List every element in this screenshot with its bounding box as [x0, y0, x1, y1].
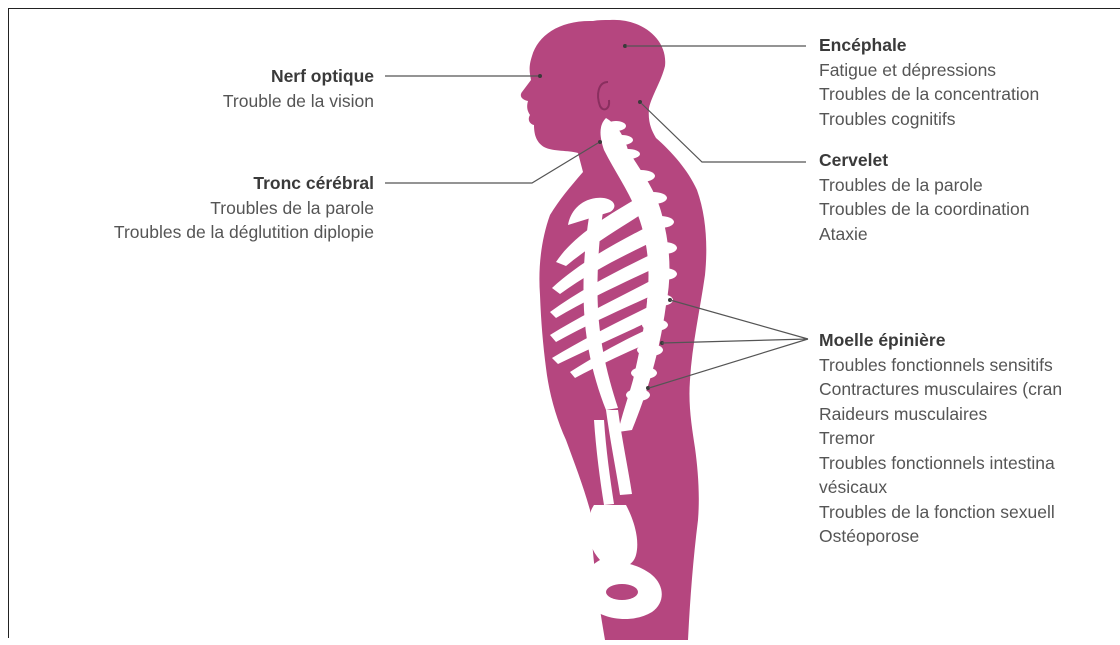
label-line: Contractures musculaires (cran	[819, 377, 1062, 402]
label-title: Moelle épinière	[819, 328, 1062, 353]
label-line: Troubles de la parole	[114, 196, 374, 221]
label-title: Encéphale	[819, 33, 1039, 58]
label-line: Tremor	[819, 426, 1062, 451]
label-title: Nerf optique	[223, 64, 374, 89]
label-cervelet: Cervelet Troubles de la parole Troubles …	[819, 148, 1029, 246]
label-encephale: Encéphale Fatigue et dépressions Trouble…	[819, 33, 1039, 131]
label-line: Trouble de la vision	[223, 89, 374, 114]
label-line: Troubles fonctionnels intestina	[819, 451, 1062, 476]
label-line: Troubles de la déglutition diplopie	[114, 220, 374, 245]
label-line: Troubles de la coordination	[819, 197, 1029, 222]
label-title: Tronc cérébral	[114, 171, 374, 196]
label-line: Ostéoporose	[819, 524, 1062, 549]
label-line: Troubles de la concentration	[819, 82, 1039, 107]
label-line: Troubles cognitifs	[819, 107, 1039, 132]
label-line: Troubles de la fonction sexuell	[819, 500, 1062, 525]
label-line: Ataxie	[819, 222, 1029, 247]
label-line: Fatigue et dépressions	[819, 58, 1039, 83]
label-line: Troubles de la parole	[819, 173, 1029, 198]
label-nerf-optique: Nerf optique Trouble de la vision	[223, 64, 374, 113]
label-moelle-epiniere: Moelle épinière Troubles fonctionnels se…	[819, 328, 1062, 549]
label-line: Raideurs musculaires	[819, 402, 1062, 427]
label-title: Cervelet	[819, 148, 1029, 173]
label-tronc-cerebral: Tronc cérébral Troubles de la parole Tro…	[114, 171, 374, 245]
label-line: vésicaux	[819, 475, 1062, 500]
label-line: Troubles fonctionnels sensitifs	[819, 353, 1062, 378]
